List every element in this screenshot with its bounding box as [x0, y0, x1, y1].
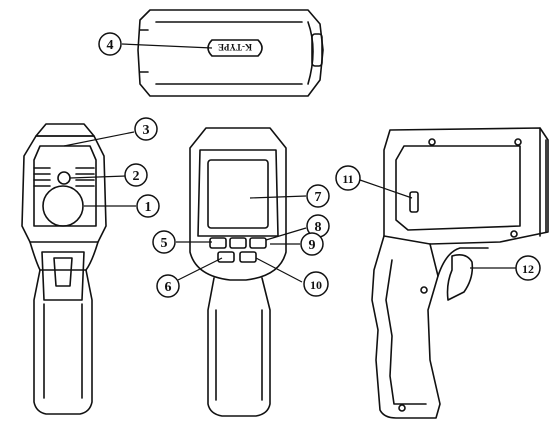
side-view-screw-2 — [514, 138, 522, 146]
callout-2: 2 — [124, 163, 148, 187]
leader-2 — [69, 175, 127, 179]
top-view-left-clip — [139, 29, 149, 73]
callout-5: 5 — [152, 230, 176, 254]
back-view-grip-line — [215, 309, 263, 401]
callout-number: 4 — [107, 38, 114, 53]
top-view-body — [137, 9, 324, 97]
button-center-top — [229, 237, 247, 249]
leader-11 — [359, 179, 413, 199]
callout-number: 3 — [143, 123, 150, 138]
leader-7 — [249, 195, 307, 199]
callout-number: 6 — [165, 280, 172, 295]
callout-9: 9 — [300, 232, 324, 256]
side-view-trigger-guard — [437, 247, 489, 277]
front-view-right-grille — [75, 167, 95, 187]
display-screen — [207, 159, 269, 229]
side-view-screw-3 — [510, 230, 518, 238]
side-view-screw-5 — [398, 404, 406, 412]
callout-4: 4 — [98, 32, 122, 56]
front-view-laser-window — [57, 171, 71, 185]
front-view-grip-line — [43, 303, 83, 399]
leader-10 — [255, 257, 303, 283]
k-type-socket — [207, 39, 263, 57]
callout-8: 8 — [306, 214, 330, 238]
front-view-trigger — [53, 257, 73, 287]
front-view-trigger-guard — [41, 251, 85, 301]
front-view-handle — [33, 269, 93, 415]
side-view-screw-4 — [420, 286, 428, 294]
top-view-inner-line — [155, 21, 303, 85]
front-view-neck — [29, 241, 99, 271]
side-view-handle-inner — [385, 259, 427, 405]
callout-7: 7 — [306, 184, 330, 208]
top-view-nose — [307, 21, 314, 85]
leader-8 — [265, 227, 307, 241]
back-view-bezel — [197, 149, 279, 237]
front-view — [21, 123, 107, 415]
callout-10: 10 — [303, 271, 329, 297]
back-view — [189, 127, 287, 417]
leader-4 — [121, 43, 213, 49]
side-port — [409, 191, 419, 213]
callout-number: 8 — [315, 220, 322, 235]
front-view-top-lip — [35, 123, 95, 137]
top-view-lens-cap — [311, 33, 323, 67]
k-type-label: K-TYPE — [218, 42, 252, 52]
callout-number: 9 — [309, 238, 316, 253]
leader-6 — [177, 257, 223, 281]
button-left-top — [209, 237, 227, 249]
top-view — [137, 9, 324, 97]
callout-12: 12 — [515, 255, 541, 281]
side-view-handle — [371, 235, 441, 419]
callout-1: 1 — [136, 194, 160, 218]
side-view-nose-lines — [539, 127, 547, 237]
side-view — [371, 127, 549, 419]
callout-number: 5 — [161, 236, 168, 251]
button-right-bottom — [239, 251, 257, 263]
front-view-ir-lens — [42, 185, 84, 227]
back-view-head — [189, 127, 287, 281]
front-view-head-inner — [33, 145, 97, 227]
callout-number: 11 — [342, 172, 353, 186]
callout-6: 6 — [156, 274, 180, 298]
callout-3: 3 — [134, 117, 158, 141]
callout-number: 2 — [133, 169, 140, 184]
leader-3 — [63, 131, 135, 147]
callout-number: 10 — [310, 278, 322, 292]
side-view-trigger — [446, 254, 474, 301]
front-view-left-grille — [33, 167, 51, 187]
button-right-top — [249, 237, 267, 249]
callout-number: 7 — [315, 190, 322, 205]
callout-11: 11 — [335, 165, 361, 191]
side-view-barrel — [383, 127, 549, 245]
side-view-window — [395, 145, 521, 231]
callout-number: 1 — [145, 200, 152, 215]
callout-number: 12 — [522, 262, 534, 276]
button-left-bottom — [217, 251, 235, 263]
back-view-handle — [207, 277, 271, 417]
side-view-screw-1 — [428, 138, 436, 146]
